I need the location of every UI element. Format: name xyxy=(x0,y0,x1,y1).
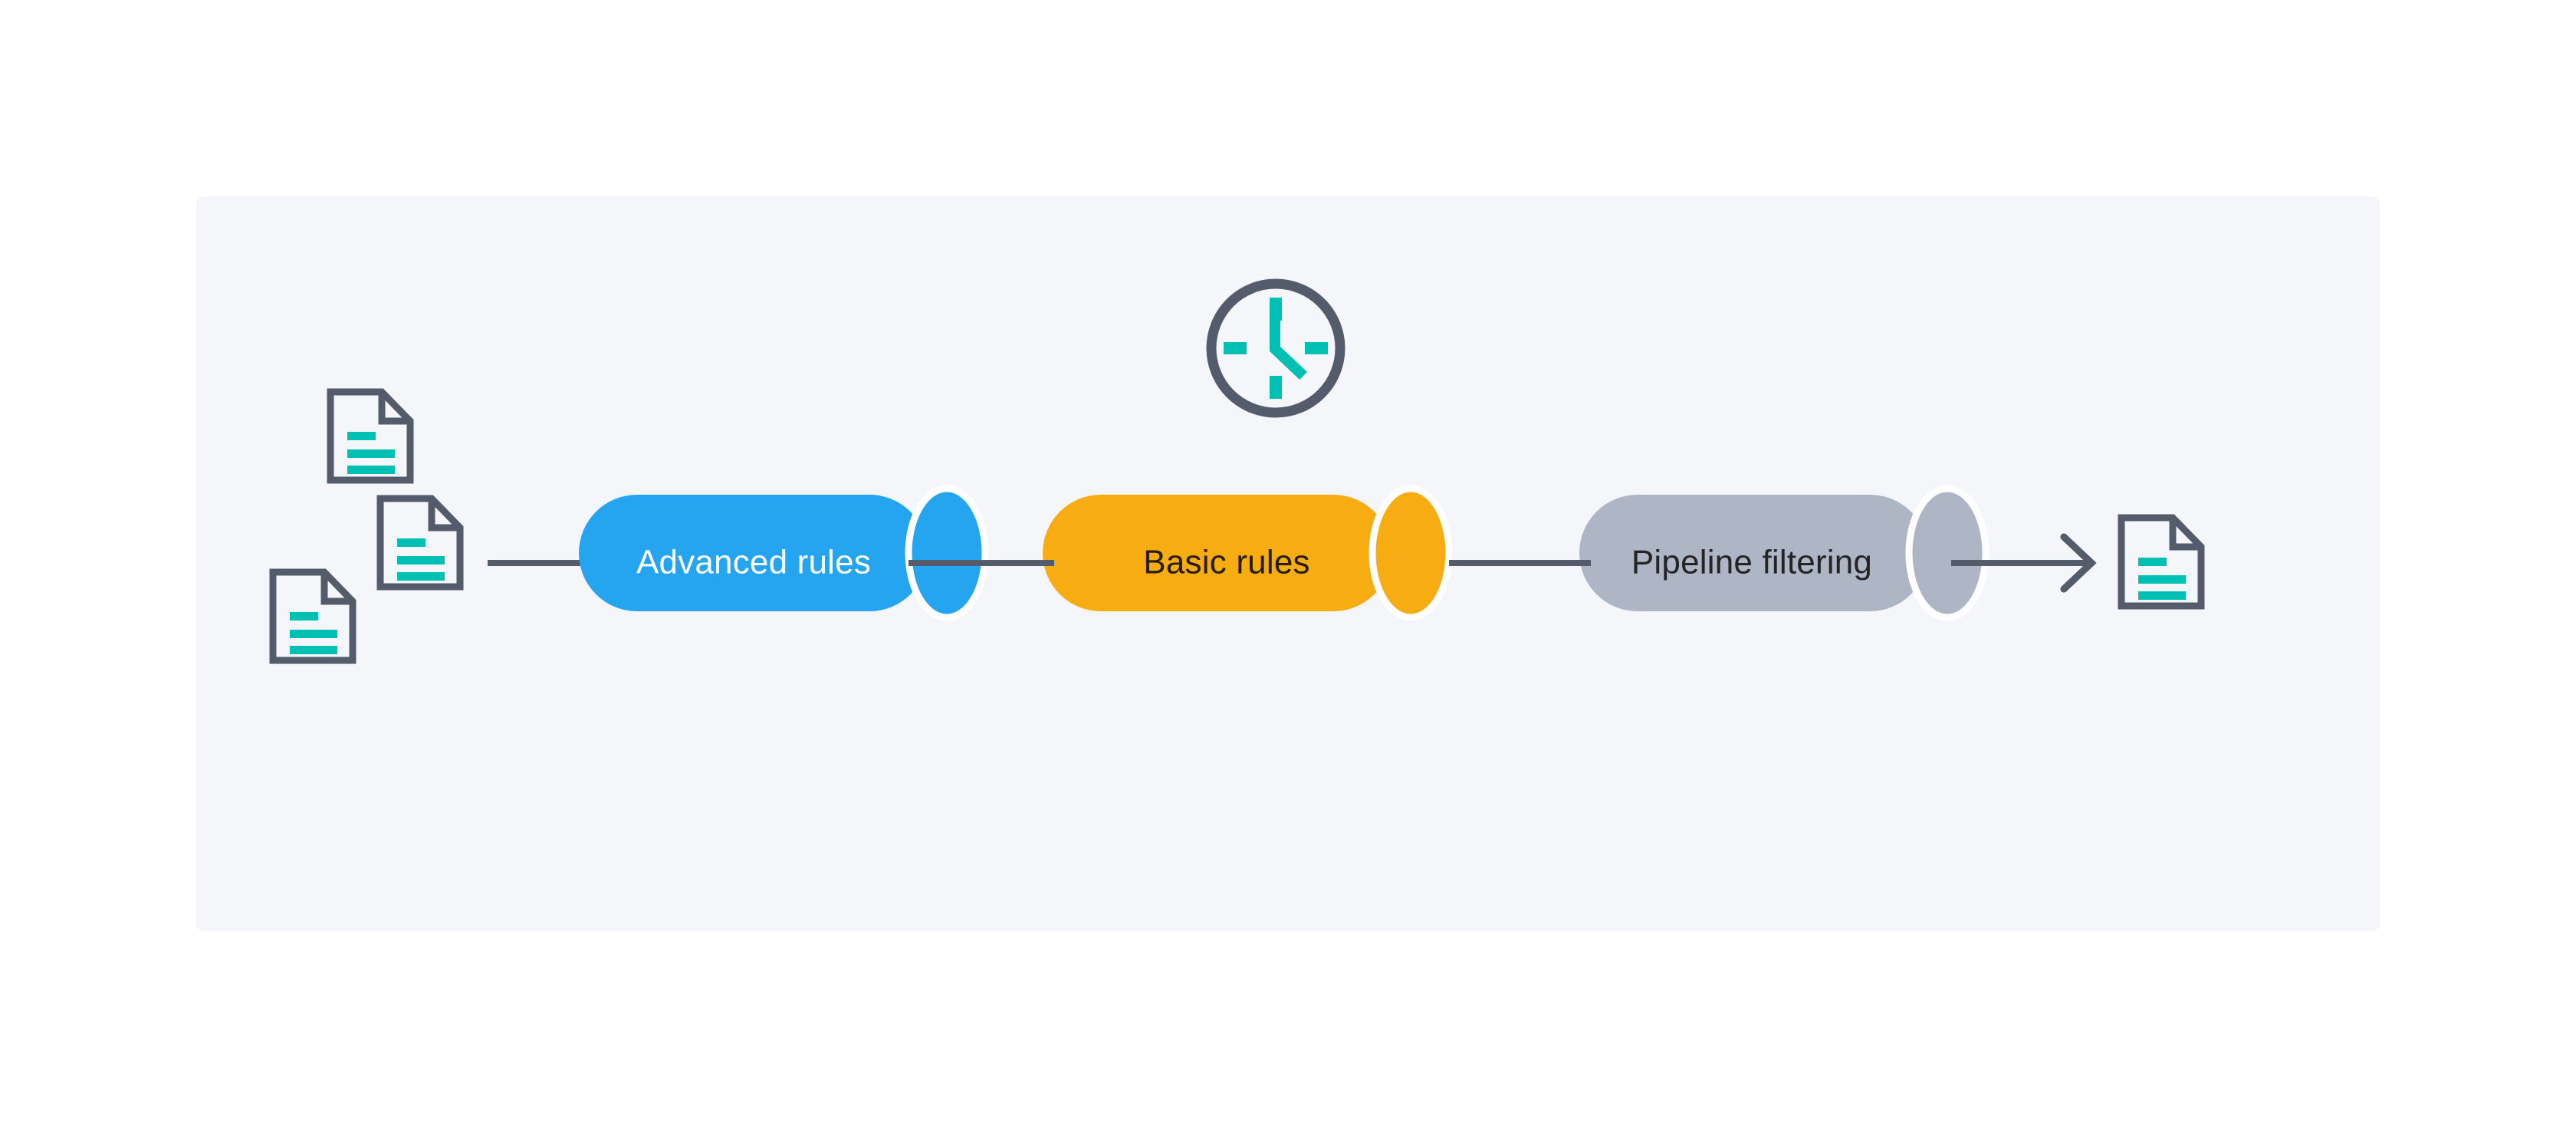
stage-cap-ellipse xyxy=(1905,485,1990,621)
stage-label: Advanced rules xyxy=(636,544,871,581)
stage-body xyxy=(1579,495,1928,611)
stage-label: Pipeline filtering xyxy=(1631,544,1872,581)
stage-advanced-rules[interactable]: Advanced rules xyxy=(579,485,989,621)
clock-tick-12 xyxy=(1270,298,1282,321)
input-documents-group xyxy=(273,392,460,660)
clock-tick-6 xyxy=(1270,376,1282,399)
document-icon xyxy=(330,392,410,480)
connector-stubs xyxy=(909,533,2097,593)
document-icon xyxy=(273,572,353,660)
stage-body xyxy=(579,495,928,611)
stage-label: Basic rules xyxy=(1143,544,1309,581)
stage-body xyxy=(1043,495,1392,611)
arrow-head-icon xyxy=(2060,533,2097,593)
output-document-group xyxy=(2121,518,2201,606)
clock-icon xyxy=(1206,278,1346,418)
stage-basic-rules[interactable]: Basic rules xyxy=(1043,485,1453,621)
clock-tick-9 xyxy=(1224,342,1247,354)
stage-pipeline-filtering[interactable]: Pipeline filtering xyxy=(1579,485,1990,621)
document-icon xyxy=(2121,518,2201,606)
stage-cap-ellipse xyxy=(1368,485,1453,621)
stage-cap-ellipse xyxy=(905,485,989,621)
clock-tick-3 xyxy=(1305,342,1328,354)
document-icon xyxy=(380,499,460,587)
clock-hands xyxy=(1270,318,1307,380)
